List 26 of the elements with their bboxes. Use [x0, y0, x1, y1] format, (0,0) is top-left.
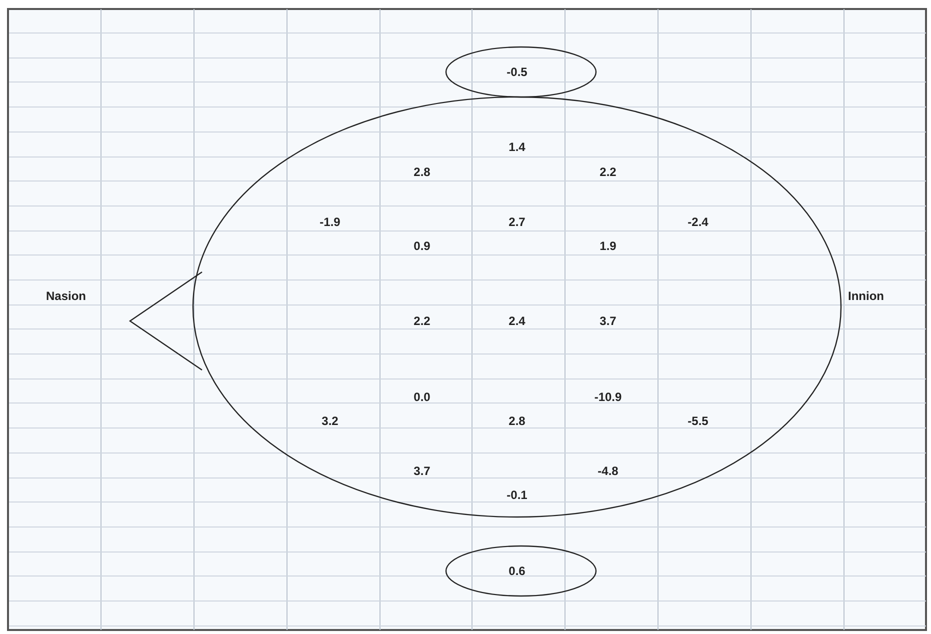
- value-label: 2.7: [508, 216, 526, 228]
- value-label: 0.9: [414, 240, 430, 252]
- value-label: 2.8: [508, 415, 526, 427]
- value-label: Nasion: [46, 290, 86, 302]
- value-label: 2.2: [414, 315, 430, 327]
- electrode-ellipse: [445, 545, 597, 597]
- value-text: -0.5: [506, 66, 528, 78]
- value-text: 0.6: [508, 565, 526, 577]
- value-label: -4.8: [598, 465, 618, 477]
- value-label: -5.5: [688, 415, 708, 427]
- value-label: 1.9: [600, 240, 616, 252]
- value-label: -1.9: [320, 216, 340, 228]
- value-label: 2.4: [508, 315, 526, 327]
- value-label: 3.7: [600, 315, 616, 327]
- value-label: -10.9: [594, 391, 622, 403]
- value-label: 2.8: [414, 166, 430, 178]
- value-label: -2.4: [688, 216, 708, 228]
- head-outline: [128, 96, 842, 518]
- value-label: -0.1: [506, 489, 528, 501]
- value-label: 0.0: [414, 391, 430, 403]
- value-label: 2.2: [600, 166, 616, 178]
- value-label: 3.7: [414, 465, 430, 477]
- value-label: 3.2: [322, 415, 338, 427]
- value-label: Innion: [848, 290, 884, 302]
- value-label: 1.4: [508, 141, 526, 153]
- electrode-ellipse: [445, 46, 597, 98]
